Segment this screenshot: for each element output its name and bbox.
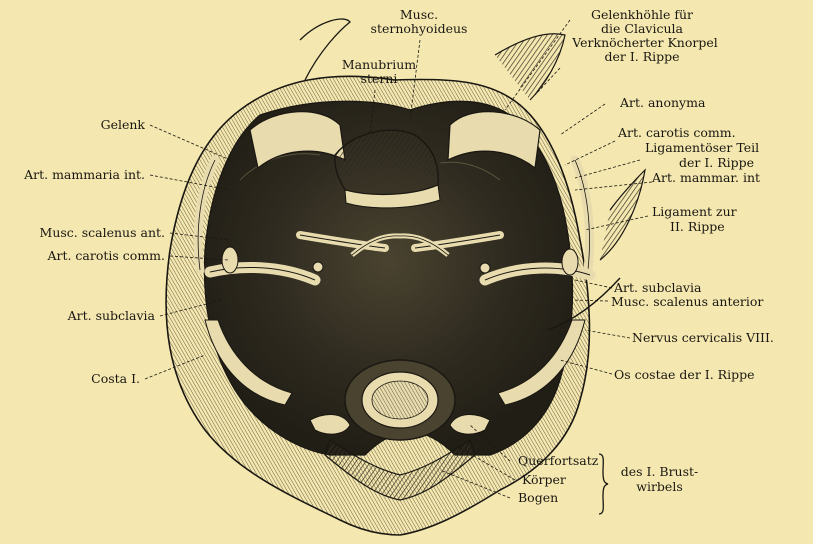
label-des-brust-1: des I. Brust- (612, 465, 707, 479)
label-bogen: Bogen (518, 491, 558, 505)
label-manubrium-1: Manubrium (334, 58, 424, 72)
label-art-subclavia-right: Art. subclavia (614, 281, 701, 295)
label-musc-sternohyoideus-2: sternohyoideus (358, 22, 480, 36)
label-nervus-cervicalis: Nervus cervicalis VIII. (632, 331, 774, 345)
label-ligament-zur-2: II. Rippe (670, 220, 725, 234)
label-ligamentoeser-2: der I. Rippe (679, 156, 754, 170)
label-ligament-zur-1: Ligament zur (652, 205, 737, 219)
label-gelenkhoehle-2: die Clavicula (572, 22, 712, 36)
label-des-brust-2: wirbels (612, 480, 707, 494)
label-musc-scalenus-ant: Musc. scalenus ant. (2, 226, 165, 240)
brace (596, 452, 610, 516)
label-costa-i: Costa I. (40, 372, 140, 386)
label-manubrium-2: sterni (334, 72, 424, 86)
label-gelenk: Gelenk (40, 118, 145, 132)
manubrium-sterni (335, 130, 440, 208)
label-art-carotis-comm-right: Art. carotis comm. (618, 126, 736, 140)
label-art-anonyma: Art. anonyma (620, 96, 705, 110)
label-verknoecherter-1: Verknöcherter Knorpel (560, 36, 730, 50)
label-gelenkhoehle-1: Gelenkhöhle für (572, 8, 712, 22)
label-querfortsatz: Querfortsatz (518, 454, 598, 468)
label-musc-sternohyoideus-1: Musc. (384, 8, 454, 22)
label-koerper: Körper (522, 473, 566, 487)
label-art-mammar-int: Art. mammar. int (652, 171, 760, 185)
label-musc-scalenus-anterior: Musc. scalenus anterior (611, 295, 763, 309)
label-art-carotis-comm-left: Art. carotis comm. (2, 249, 165, 263)
label-art-mammaria-int: Art. mammaria int. (2, 168, 145, 182)
label-art-subclavia-left: Art. subclavia (20, 309, 155, 323)
label-ligamentoeser-1: Ligamentöser Teil (645, 141, 759, 155)
label-verknoecherter-2: der I. Rippe (572, 50, 712, 64)
label-os-costae: Os costae der I. Rippe (614, 368, 754, 382)
